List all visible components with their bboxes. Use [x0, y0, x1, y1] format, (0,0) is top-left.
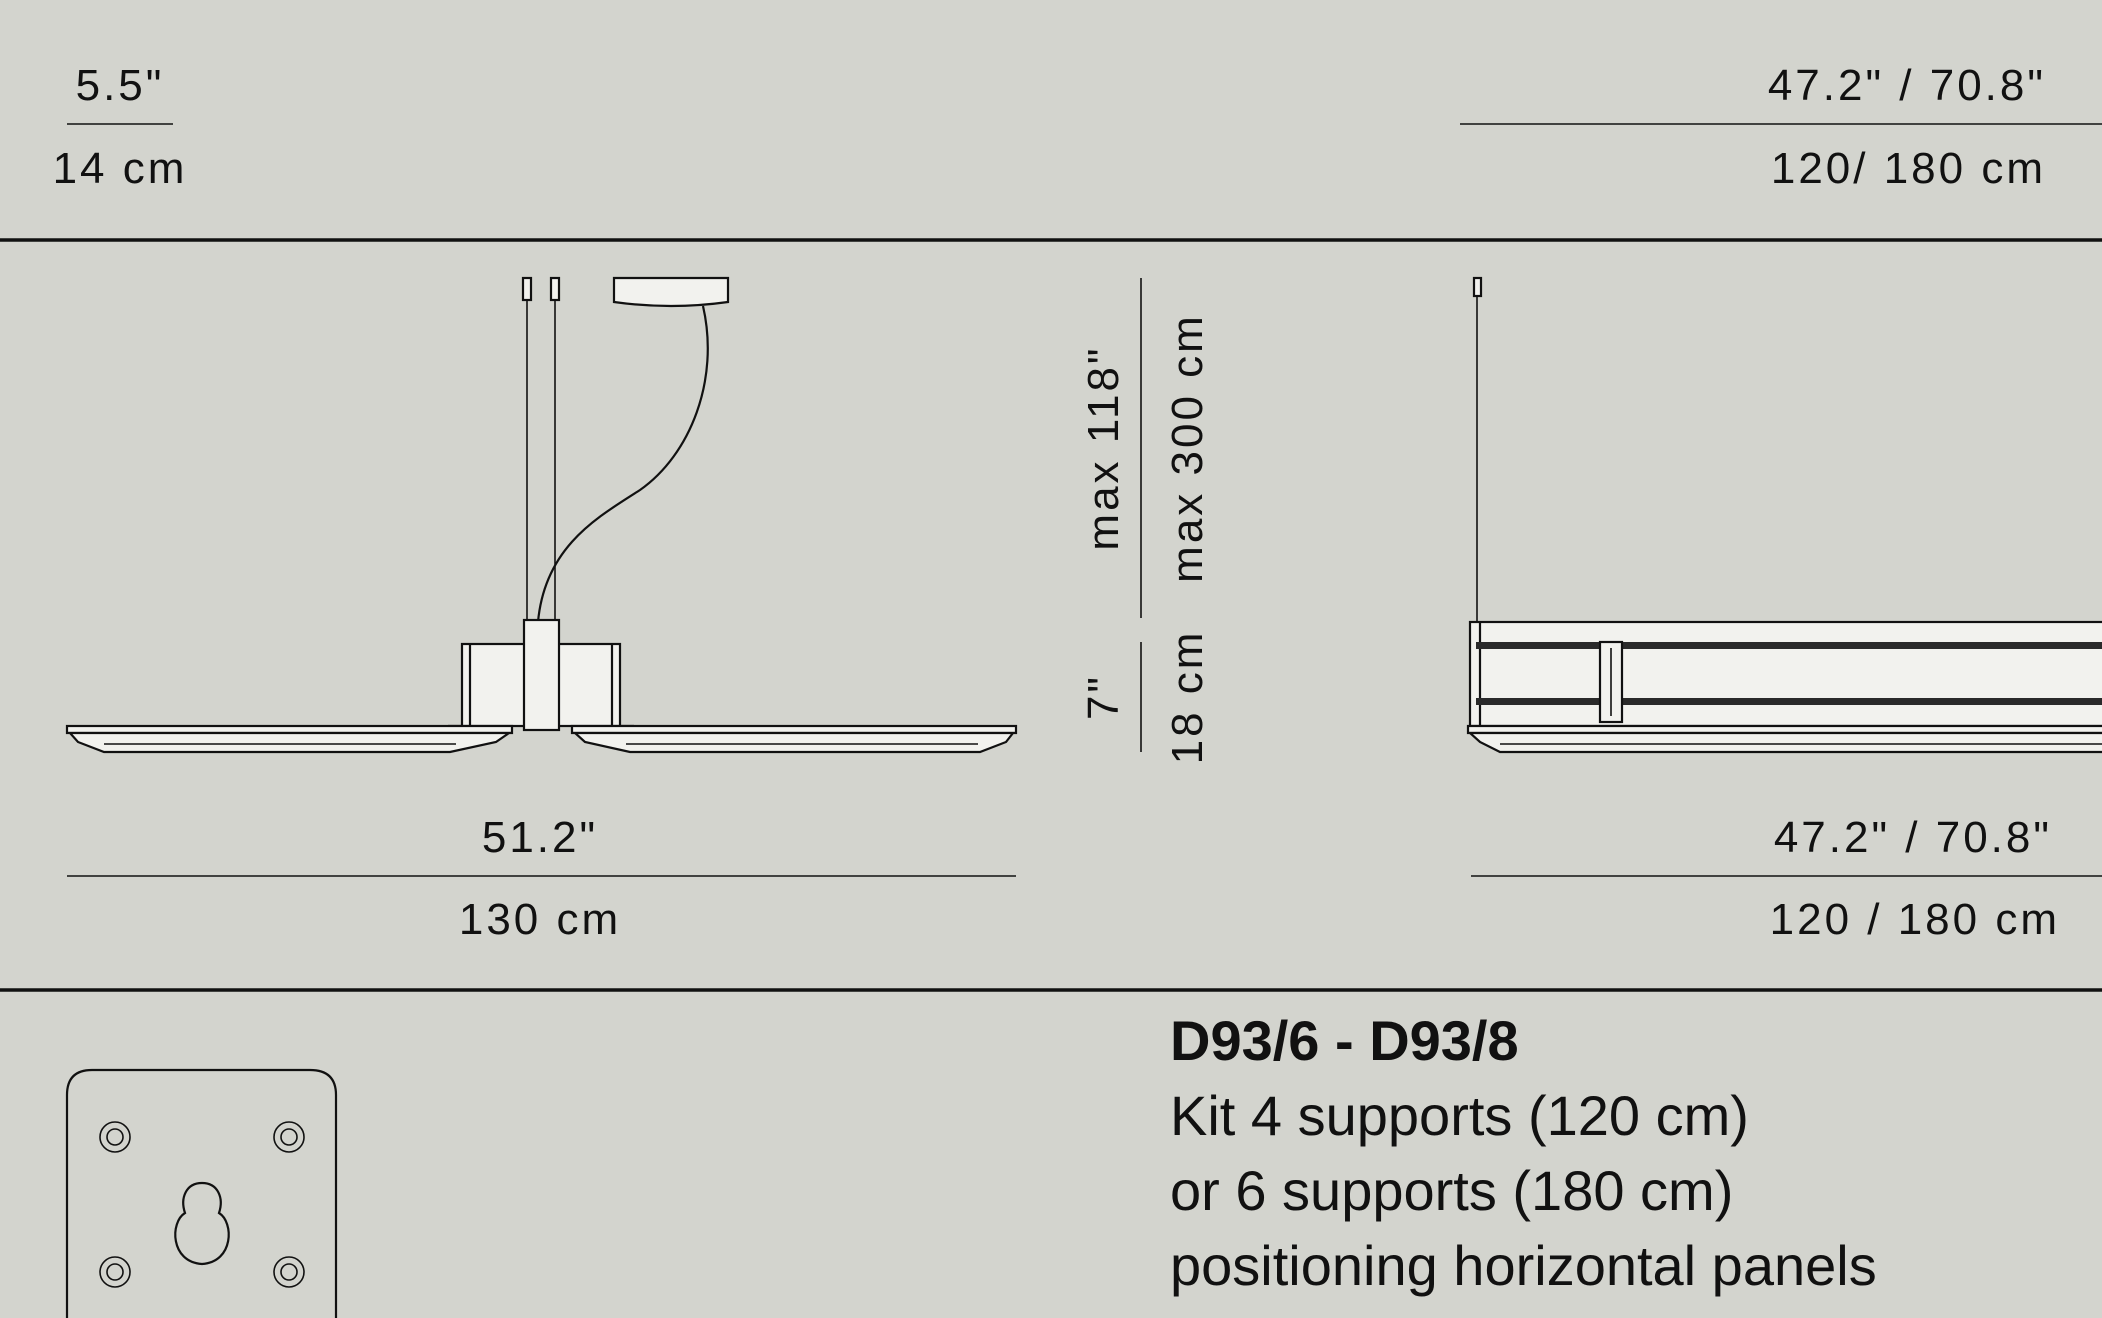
note-line-3: positioning horizontal panels — [1170, 1234, 1877, 1297]
depth-inches-label: 5.5" — [76, 61, 165, 110]
side-length-inches-label: 47.2" / 70.8" — [1774, 813, 2052, 862]
body-height-inches-label: 7" — [1079, 674, 1128, 720]
front-view-dimensions: 51.2" 130 cm — [67, 813, 1016, 944]
mounting-plate-icon — [65, 1068, 338, 1318]
top-length-cm-label: 120/ 180 cm — [1771, 144, 2046, 193]
screw-hole-icon — [99, 1121, 131, 1153]
front-width-cm-label: 130 cm — [459, 895, 621, 944]
note-line-2: or 6 supports (180 cm) — [1170, 1159, 1733, 1222]
max-height-inches-label: max 118" — [1079, 345, 1128, 550]
side-length-cm-label: 120 / 180 cm — [1770, 895, 2060, 944]
depth-cm-label: 14 cm — [53, 144, 188, 193]
mounting-plate-outline — [65, 1068, 338, 1318]
product-note: D93/6 - D93/8 Kit 4 supports (120 cm) or… — [1170, 1009, 1877, 1297]
side-cable-clamp — [1472, 276, 1483, 298]
screw-hole-icon — [273, 1121, 305, 1153]
top-length-inches-label: 47.2" / 70.8" — [1768, 61, 2046, 110]
side-view-dimensions: 47.2" / 70.8" 120 / 180 cm — [1471, 813, 2102, 944]
ceiling-canopy — [612, 276, 730, 308]
screw-hole-icon — [273, 1256, 305, 1288]
keyhole-slot-icon — [174, 1181, 230, 1266]
note-line-1: Kit 4 supports (120 cm) — [1170, 1084, 1749, 1147]
cable-clamp-right — [549, 276, 561, 302]
product-code-title: D93/6 - D93/8 — [1170, 1009, 1519, 1072]
side-rail-top — [1476, 642, 2102, 649]
top-view-dimensions: 5.5" 14 cm 47.2" / 70.8" 120/ 180 cm — [53, 61, 2102, 193]
front-width-inches-label: 51.2" — [482, 813, 598, 862]
screw-hole-icon — [99, 1256, 131, 1288]
body-height-cm-label: 18 cm — [1163, 630, 1212, 765]
cable-clamp-left — [521, 276, 533, 302]
front-panel-right — [572, 731, 1016, 754]
side-view-lamp — [1466, 276, 2102, 754]
front-panel-left — [67, 731, 513, 754]
side-panel — [1467, 731, 2102, 754]
central-connector — [522, 618, 561, 732]
side-housing — [1468, 620, 2102, 728]
power-cable — [536, 305, 709, 623]
height-dimensions: max 118" max 300 cm 7" 18 cm — [1079, 278, 1212, 764]
front-view-lamp — [65, 276, 1018, 754]
max-height-cm-label: max 300 cm — [1163, 313, 1212, 583]
side-rail-bottom — [1476, 698, 2102, 705]
